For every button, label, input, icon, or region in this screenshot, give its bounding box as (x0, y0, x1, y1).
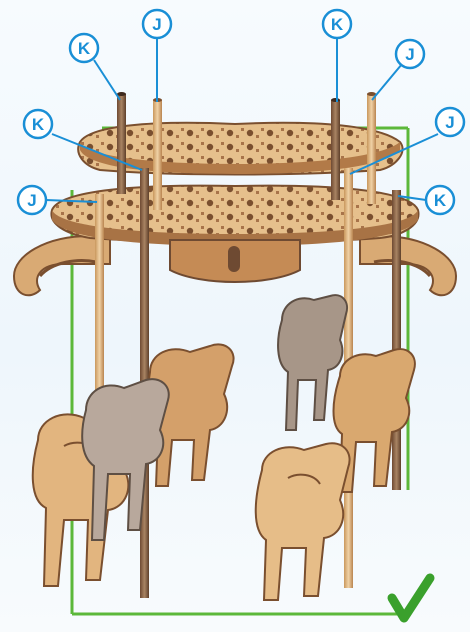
callout-leaders (46, 38, 438, 202)
callout-label-j-top-left: J (152, 15, 161, 34)
callout-j-top-right: J (396, 40, 424, 68)
center-drum (170, 240, 300, 282)
callout-label-k-top-left: K (78, 39, 91, 58)
pole-k-top-right (331, 98, 340, 200)
horse-right-front (256, 443, 350, 600)
green-checkmark-icon (392, 578, 430, 618)
callout-k-top-left: K (70, 34, 98, 62)
callout-label-k-mid-left: K (32, 115, 45, 134)
callout-label-j-top-right: J (405, 45, 414, 64)
pole-k-top-left (117, 92, 126, 194)
pole-k-low-right (392, 190, 401, 490)
callout-label-j-low-left: J (27, 191, 36, 210)
pole-j-top-right (367, 92, 376, 204)
callout-k-top-right: K (323, 10, 351, 38)
upper-platform (78, 123, 402, 175)
callout-j-low-left: J (18, 186, 46, 214)
horse-left-middle (82, 379, 169, 540)
callout-label-j-mid-right: J (445, 113, 454, 132)
callout-j-mid-right: J (436, 108, 464, 136)
callout-k-low-right: K (426, 186, 454, 214)
lower-platform (51, 186, 418, 246)
callout-label-k-top-right: K (331, 15, 344, 34)
pole-j-top-left (153, 98, 162, 210)
callout-label-k-low-right: K (434, 191, 447, 210)
callout-j-top-left: J (143, 10, 171, 38)
callout-k-mid-left: K (24, 110, 52, 138)
